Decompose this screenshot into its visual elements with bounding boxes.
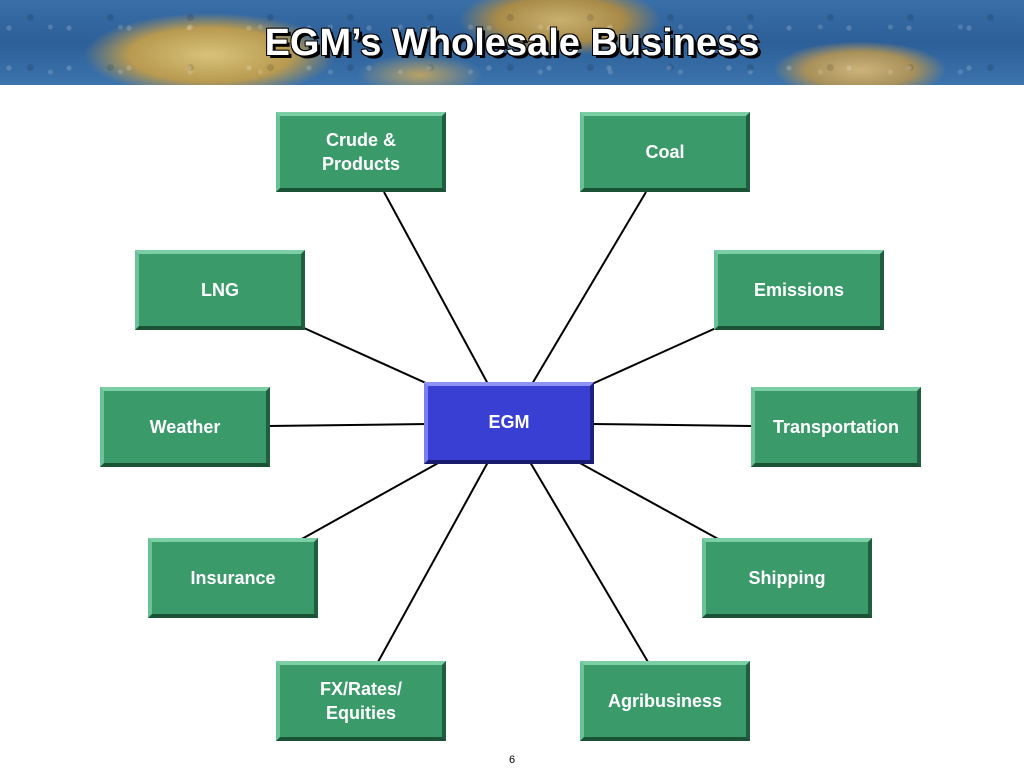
node-emissions[interactable]: Emissions <box>714 250 884 330</box>
node-label: LNG <box>201 280 239 300</box>
node-label: Emissions <box>753 280 845 300</box>
link-insurance <box>299 461 441 541</box>
node-agribusiness[interactable]: Agribusiness <box>580 661 750 741</box>
node-shipping[interactable]: Shipping <box>702 538 872 618</box>
node-label: Agribusiness <box>607 691 723 711</box>
link-agribusiness <box>529 461 649 663</box>
link-shipping <box>577 461 721 541</box>
node-crude-products[interactable]: Crude & Products <box>276 112 446 192</box>
node-lng[interactable]: LNG <box>135 250 305 330</box>
node-weather[interactable]: Weather <box>100 387 270 467</box>
link-lng <box>303 327 429 385</box>
page-number: 6 <box>508 754 516 766</box>
link-crude <box>383 191 489 385</box>
map-background <box>0 0 1024 85</box>
node-label: Weather <box>149 417 221 437</box>
node-label: Coal <box>645 142 685 162</box>
node-label: Crude & Products <box>321 130 400 174</box>
node-transportation[interactable]: Transportation <box>751 387 921 467</box>
node-label: FX/Rates/ Equities <box>319 679 403 723</box>
node-coal[interactable]: Coal <box>580 112 750 192</box>
node-label: Transportation <box>772 417 899 437</box>
node-egm-center[interactable]: EGM <box>424 382 594 464</box>
link-weather <box>267 423 429 427</box>
node-label: Insurance <box>190 568 276 588</box>
link-transportation <box>591 423 753 427</box>
title-banner: EGM’s Wholesale Business <box>0 0 1024 85</box>
link-fx <box>377 461 489 663</box>
link-emissions <box>591 327 717 385</box>
link-coal <box>531 191 647 385</box>
page-title: EGM’s Wholesale Business <box>264 22 760 64</box>
node-insurance[interactable]: Insurance <box>148 538 318 618</box>
center-label: EGM <box>488 412 530 432</box>
node-label: Shipping <box>748 568 826 588</box>
node-fx-rates-equities[interactable]: FX/Rates/ Equities <box>276 661 446 741</box>
